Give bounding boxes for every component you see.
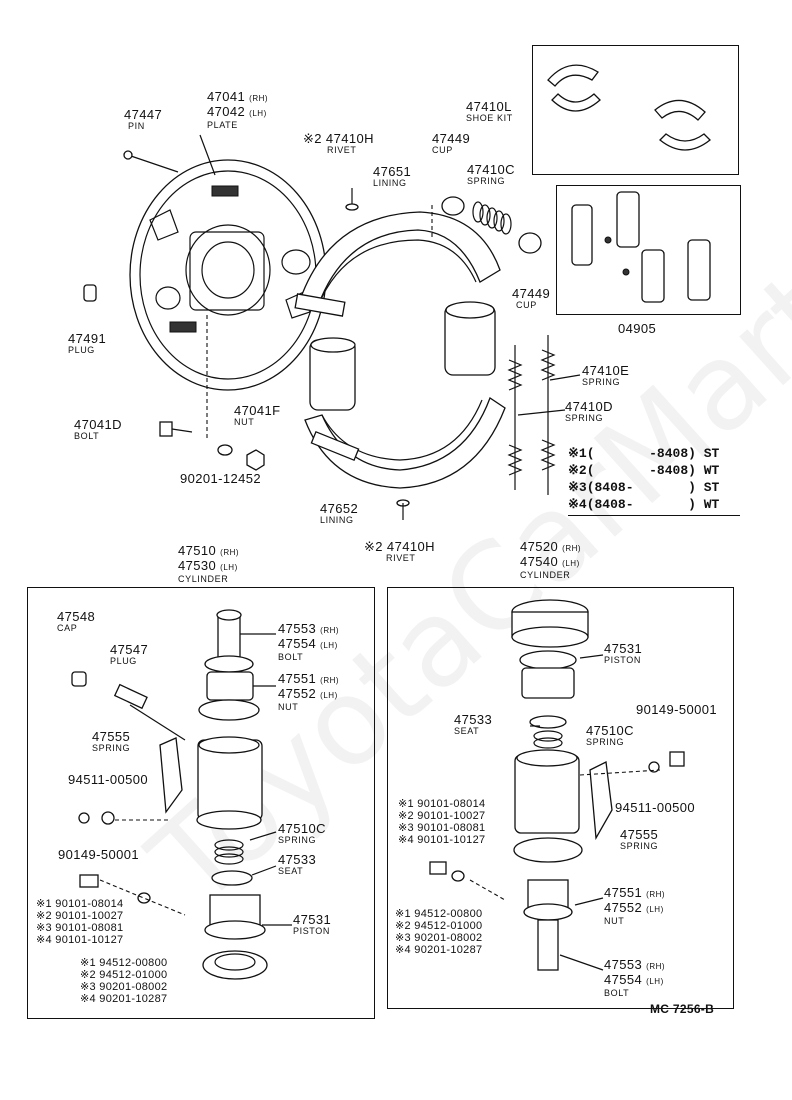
cup-right-drawing <box>518 232 542 254</box>
lower-shoe-drawing <box>304 397 506 489</box>
label-94511-right: 94511-00500 <box>615 800 696 815</box>
washer-drawing <box>217 444 233 456</box>
backing-plate-drawing <box>129 159 327 391</box>
label-94511-left: 94511-00500 <box>68 772 149 787</box>
pin-drawing <box>123 150 179 173</box>
bolt-list-right: ※1 90101-08014 ※2 90101-10027 ※3 90101-0… <box>398 798 486 846</box>
leader-lines <box>199 134 604 971</box>
plug-drawing <box>83 284 97 302</box>
right-cylinder-box <box>387 587 734 1009</box>
wheel-cylinder-drawing <box>309 301 496 411</box>
washer-list-right: ※1 94512-00800 ※2 94512-01000 ※3 90201-0… <box>395 908 483 956</box>
label-cylinder-right: 47520 (RH) 47540 (LH) CYLINDER <box>520 539 582 580</box>
legend-row: ※1( -8408) ST <box>568 446 720 461</box>
legend-table: ※1( -8408) ST ※2( -8408) WT ※3(8408- ) S… <box>568 445 740 516</box>
nut-drawing <box>246 449 265 471</box>
label-90149-right: 90149-50001 <box>636 702 718 717</box>
shoe-kit-box <box>532 45 739 175</box>
label-bolt-right: 47553 (RH) 47554 (LH) BOLT <box>604 957 666 998</box>
bolt-drawing <box>159 421 193 437</box>
legend-row: ※4(8408- ) WT <box>568 497 720 512</box>
legend-row: ※3(8408- ) ST <box>568 480 720 495</box>
label-plate: 47041 (RH) 47042 (LH) PLATE <box>207 89 269 130</box>
label-nut-right: 47551 (RH) 47552 (LH) NUT <box>604 885 666 926</box>
left-cylinder-stack-drawing <box>71 609 268 980</box>
label-nut-left: 47551 (RH) 47552 (LH) NUT <box>278 671 340 712</box>
label-bolt-left: 47553 (RH) 47554 (LH) BOLT <box>278 621 340 662</box>
rivet-top-drawing <box>345 188 359 211</box>
washer-list-left: ※1 94512-00800 ※2 94512-01000 ※3 90201-0… <box>80 957 168 1005</box>
legend-row: ※2( -8408) WT <box>568 463 720 478</box>
right-cylinder-stack-drawing <box>429 599 685 971</box>
kit-04905-box <box>556 185 741 315</box>
label-cylinder-left: 47510 (RH) 47530 (LH) CYLINDER <box>178 543 240 584</box>
return-springs-drawing <box>507 335 556 495</box>
left-cylinder-box <box>27 587 375 1019</box>
spring-c-drawing <box>472 201 512 235</box>
bolt-list-left: ※1 90101-08014 ※2 90101-10027 ※3 90101-0… <box>36 898 124 946</box>
cylinder-kit-drawing <box>571 191 711 303</box>
shoe-kit-drawing <box>547 64 711 151</box>
label-washer: 90201-12452 <box>180 471 262 486</box>
cup-top-drawing <box>441 196 465 216</box>
label-90149-left: 90149-50001 <box>58 847 140 862</box>
label-kit-04905: 04905 <box>618 321 657 336</box>
rivet-bottom-drawing <box>396 499 410 520</box>
upper-shoe-drawing <box>294 211 501 317</box>
figure-code: MC 7256-B <box>650 1002 715 1016</box>
